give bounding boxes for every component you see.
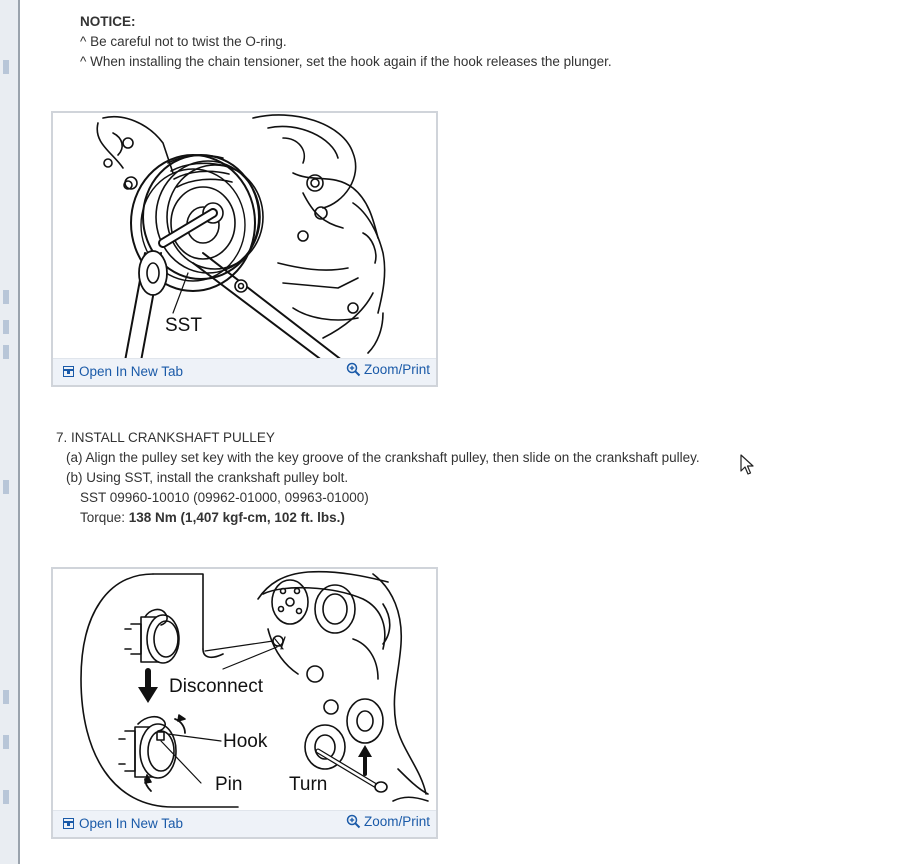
step-substep-b: (b) Using SST, install the crankshaft pu… [66, 470, 349, 485]
magnifier-plus-icon [346, 362, 361, 377]
edge-tick [3, 690, 9, 704]
edge-tick [3, 735, 9, 749]
open-in-new-tab-link[interactable]: Open In New Tab [63, 364, 183, 379]
chain-tensioner-illustration: Disconnect Hook Pin [80, 570, 429, 808]
figure-image: Disconnect Hook Pin [53, 569, 436, 813]
open-in-new-tab-label: Open In New Tab [79, 816, 184, 831]
step-heading: 7. INSTALL CRANKSHAFT PULLEY [56, 430, 275, 445]
notice-block: NOTICE: ^ Be careful not to twist the O-… [80, 12, 612, 72]
edge-tick [3, 60, 9, 74]
left-window-edge [0, 0, 20, 864]
zoom-print-label: Zoom/Print [363, 362, 430, 377]
pin-label: Pin [215, 774, 242, 795]
mouse-pointer-icon [740, 454, 754, 475]
sst-part-numbers: SST 09960-10010 (09962-01000, 09963-0100… [80, 490, 369, 505]
turn-label: Turn [289, 774, 327, 795]
torque-spec: Torque: 138 Nm (1,407 kgf-cm, 102 ft. lb… [56, 508, 700, 528]
hook-label: Hook [223, 731, 268, 752]
figure-toolbar: Open In New Tab Zoom/Print [53, 358, 436, 385]
sst-label: SST [165, 315, 202, 336]
figure-chain-tensioner: Disconnect Hook Pin [51, 567, 438, 839]
zoom-print-label: Zoom/Print [363, 814, 430, 829]
edge-tick [3, 480, 9, 494]
open-in-new-tab-link[interactable]: Open In New Tab [63, 816, 183, 831]
notice-line: ^ Be careful not to twist the O-ring. [80, 34, 287, 49]
edge-tick [3, 790, 9, 804]
zoom-print-link[interactable]: Zoom/Print [346, 814, 430, 829]
open-in-new-tab-label: Open In New Tab [79, 364, 184, 379]
open-in-new-tab-icon [63, 818, 74, 829]
notice-title: NOTICE: [80, 14, 136, 29]
figure-toolbar: Open In New Tab Zoom/Print [53, 810, 436, 837]
sst-pulley-illustration: SST [96, 114, 386, 361]
edge-tick [3, 290, 9, 304]
disconnect-label: Disconnect [169, 676, 264, 697]
figure-sst-pulley: SST Open In New Tab Zoom/Print [51, 111, 438, 387]
step-substep-a: (a) Align the pulley set key with the ke… [66, 450, 700, 465]
torque-value: 138 Nm (1,407 kgf-cm, 102 ft. lbs.) [128, 510, 345, 525]
notice-line: ^ When installing the chain tensioner, s… [80, 54, 612, 69]
open-in-new-tab-icon [63, 366, 74, 377]
edge-tick [3, 320, 9, 334]
magnifier-plus-icon [346, 814, 361, 829]
zoom-print-link[interactable]: Zoom/Print [346, 362, 430, 377]
step-7-block: 7. INSTALL CRANKSHAFT PULLEY (a) Align t… [56, 428, 700, 528]
torque-label: Torque: [80, 510, 129, 525]
figure-image: SST [53, 113, 436, 361]
edge-tick [3, 345, 9, 359]
